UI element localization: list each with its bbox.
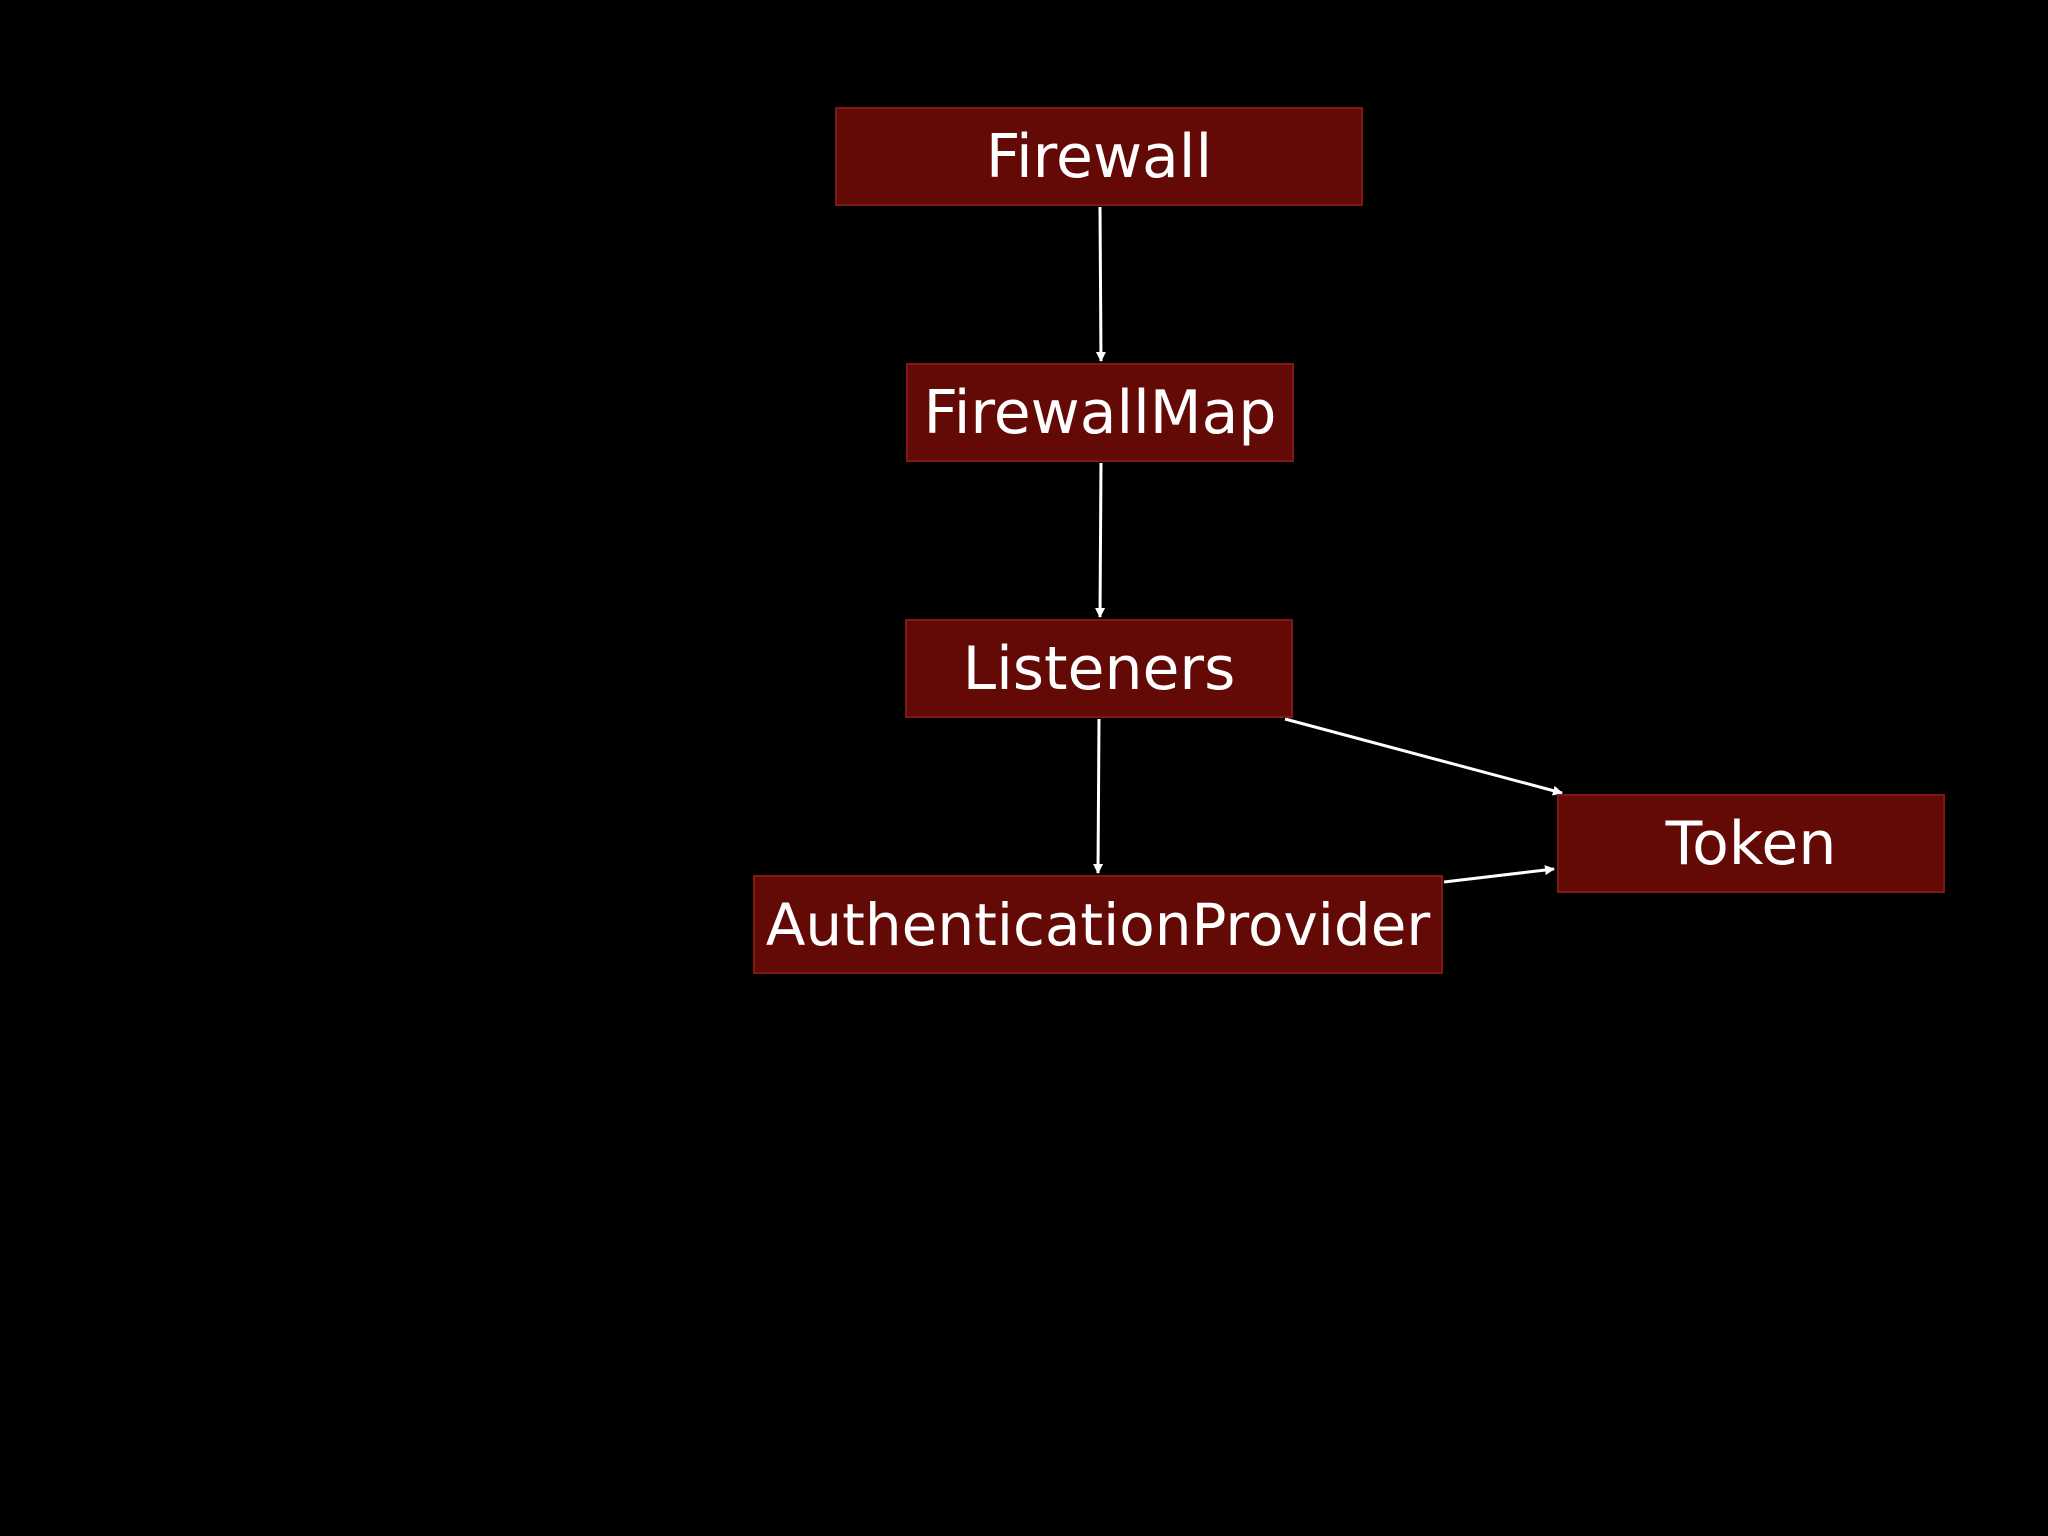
node-firewall-label: Firewall [985,121,1213,192]
edge-firewall-to-firewallmap [1095,206,1106,362]
node-token: Token [1557,794,1945,893]
node-listeners: Listeners [905,619,1293,718]
node-firewallmap: FirewallMap [906,363,1294,462]
node-token-label: Token [1665,808,1837,879]
edge-listeners-to-authprovider [1093,718,1104,874]
node-authentication-provider: AuthenticationProvider [753,875,1443,974]
node-firewallmap-label: FirewallMap [923,377,1277,448]
node-authentication-provider-label: AuthenticationProvider [765,890,1431,959]
edge-listeners-to-token [1284,717,1563,796]
edge-firewallmap-to-listeners [1095,462,1106,618]
node-listeners-label: Listeners [962,633,1236,704]
node-firewall: Firewall [835,107,1363,206]
edge-authprovider-to-token [1443,865,1555,884]
